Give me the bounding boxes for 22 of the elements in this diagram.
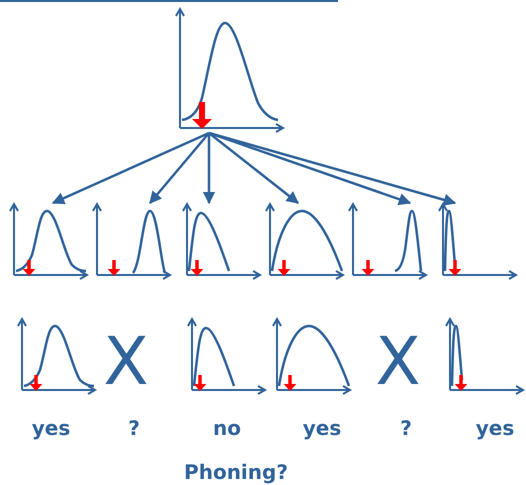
cross-mark: X	[375, 329, 421, 395]
plot-drawing	[178, 8, 284, 130]
answer-label: ?	[128, 418, 140, 438]
answer-label: yes	[476, 418, 514, 438]
answer-label: yes	[32, 418, 70, 438]
plot-drawing	[268, 203, 344, 277]
answer-label: yes	[302, 418, 342, 438]
answer-label: Phoning?	[184, 462, 288, 482]
arrow	[149, 132, 210, 204]
plot-drawing	[95, 203, 171, 277]
cross-mark: X	[103, 329, 149, 395]
answer-label: no	[213, 418, 241, 438]
arrow	[208, 132, 412, 206]
plot-drawing	[12, 203, 88, 277]
plot-drawing	[351, 203, 427, 277]
arrow	[52, 132, 210, 204]
plot-drawing	[185, 203, 261, 277]
arrow	[208, 132, 456, 206]
arrow	[202, 133, 216, 204]
arrow	[208, 132, 299, 204]
answer-label: ?	[400, 418, 412, 438]
plot-drawing	[441, 203, 517, 277]
